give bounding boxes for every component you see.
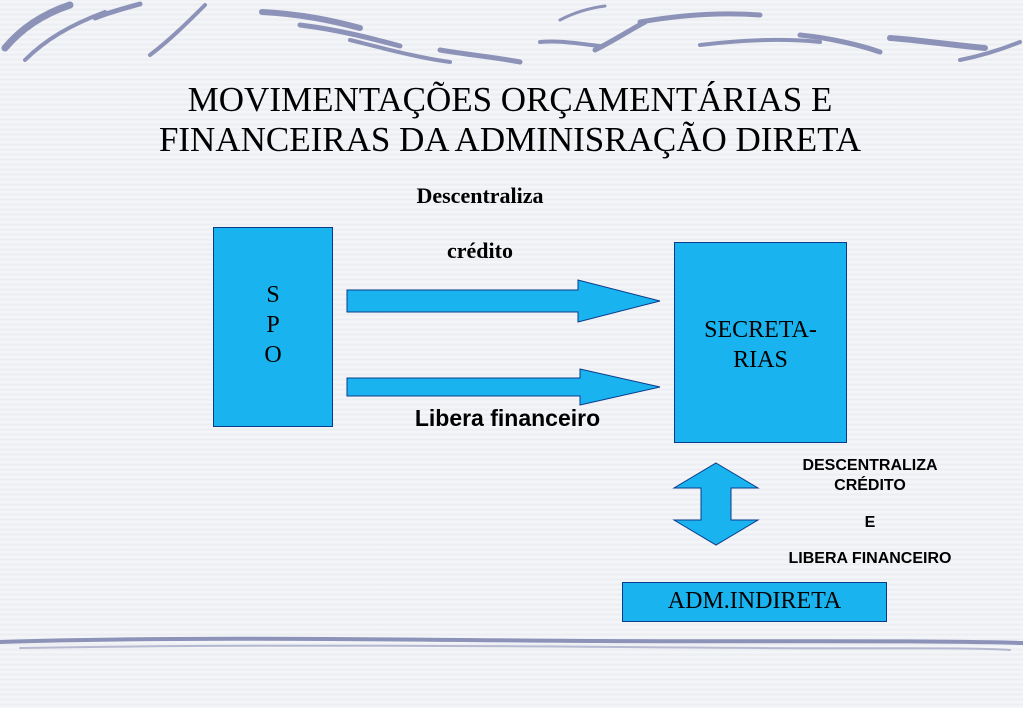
spo-label: S P O — [214, 280, 332, 370]
adm-indireta-box: ADM.INDIRETA — [622, 582, 887, 622]
spo-box: S P O — [213, 227, 333, 427]
arrow-vertical-double — [672, 462, 760, 546]
swoosh-9 — [538, 39, 602, 48]
swoosh-5 — [259, 9, 363, 31]
label-vertical-credito: CRÉDITO — [834, 477, 906, 494]
secretarias-label: SECRETA- RIAS — [675, 315, 846, 375]
swoosh-12 — [698, 37, 822, 47]
bottom-line-1 — [0, 636, 1023, 645]
bottom-line-2 — [19, 644, 1011, 651]
title-line-2: FINANCEIRAS DA ADMINISRAÇÃO DIRETA — [158, 120, 862, 159]
secretarias-box: SECRETA- RIAS — [674, 242, 847, 443]
page-title: MOVIMENTAÇÕES ORÇAMENTÁRIAS E FINANCEIRA… — [60, 80, 960, 160]
adm-indireta-label: ADM.INDIRETA — [667, 588, 842, 614]
secretarias-label-line-1: SECRETA- — [704, 317, 817, 343]
swoosh-3 — [92, 1, 143, 21]
label-descentraliza: Descentraliza — [416, 183, 544, 208]
label-vertical-descentraliza: DESCENTRALIZA — [802, 457, 938, 474]
swoosh-8 — [437, 47, 523, 65]
label-libera-financeiro: Libera financeiro — [414, 405, 601, 431]
arrow-descentraliza-credito — [346, 279, 661, 323]
title-line-1: MOVIMENTAÇÕES ORÇAMENTÁRIAS E — [187, 80, 833, 119]
swoosh-6 — [297, 22, 403, 49]
swoosh-16 — [558, 4, 607, 22]
arrow-libera-financeiro — [346, 368, 661, 406]
swoosh-13 — [797, 32, 883, 55]
swoosh-11 — [637, 11, 763, 25]
spo-letter-s: S — [266, 282, 280, 308]
spo-letter-p: P — [266, 312, 280, 338]
secretarias-label-line-2: RIAS — [733, 347, 788, 373]
swoosh-14 — [887, 35, 988, 51]
label-credito: crédito — [447, 238, 513, 263]
label-vertical-e: E — [864, 514, 876, 531]
label-vertical-libera-financeiro: LIBERA FINANCEIRO — [788, 550, 952, 567]
swoosh-7 — [348, 38, 452, 64]
swoosh-15 — [958, 40, 1022, 62]
swoosh-4 — [148, 3, 207, 57]
spo-letter-o: O — [264, 342, 282, 368]
swoosh-1 — [1, 1, 74, 52]
